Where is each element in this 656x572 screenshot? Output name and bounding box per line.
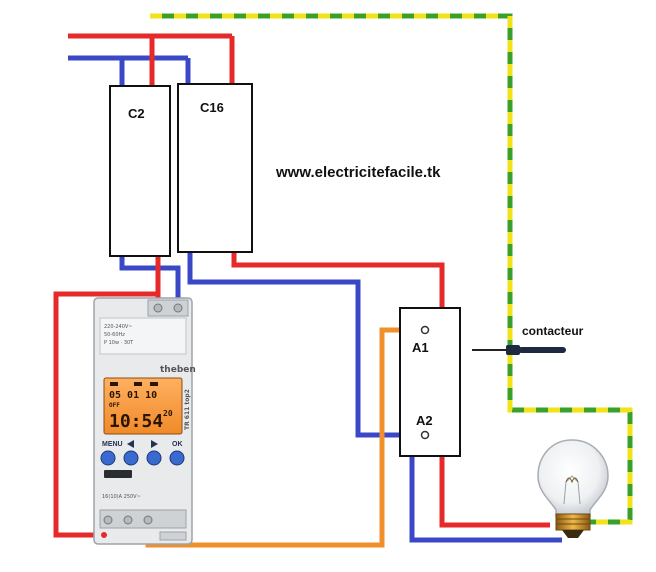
left-button[interactable]: [123, 450, 139, 466]
supply-lines: [68, 33, 235, 86]
right-button[interactable]: [146, 450, 162, 466]
breaker-c16: C16: [177, 83, 253, 253]
breaker-c2: C2: [109, 85, 171, 257]
terminal-a1-screw: [420, 325, 430, 335]
ok-button[interactable]: [169, 450, 185, 466]
terminal-a1-label: A1: [412, 340, 429, 355]
terminal-a2-label: A2: [416, 413, 433, 428]
timer-spec-voltage: 220-240V~: [104, 324, 133, 330]
site-url: www.electricitefacile.tk: [275, 164, 441, 181]
breaker-c16-label: C16: [200, 100, 224, 115]
lamp-wires: [409, 455, 562, 543]
lcd-status: OFF: [109, 402, 120, 409]
lcd-time: 10:54: [109, 411, 163, 432]
timer-brand: theben: [160, 365, 196, 375]
timer-phase-terminal-dot: [101, 532, 107, 538]
lcd-date: 05 01 10: [109, 390, 157, 401]
menu-label: MENU: [102, 441, 123, 448]
right-arrow-icon: [151, 440, 158, 448]
left-arrow-icon: [127, 440, 134, 448]
timer-model: TR 611 top2: [184, 389, 191, 430]
contactor-pointer: [472, 345, 566, 355]
lcd-seconds: 20: [163, 409, 173, 418]
breaker-c2-label: C2: [128, 106, 145, 121]
terminal-a2-screw: [420, 430, 430, 440]
contactor: A1 A2: [399, 307, 461, 457]
menu-button[interactable]: [100, 450, 116, 466]
timer-rating: 16(10)A 250V~: [102, 494, 141, 500]
timer-spec-freq: 50-60Hz: [104, 332, 125, 338]
contactor-label: contacteur: [522, 324, 584, 338]
earth-wire: [150, 13, 633, 525]
memory-card-slot: [104, 470, 132, 478]
timer-phase-loop: [53, 291, 156, 538]
din-timer: 220-240V~ 50-60Hz P 10w · 30T theben 05 …: [93, 297, 196, 545]
timer-spec-power: P 10w · 30T: [104, 340, 134, 346]
light-bulb: [537, 439, 609, 538]
ok-label: OK: [172, 441, 183, 448]
